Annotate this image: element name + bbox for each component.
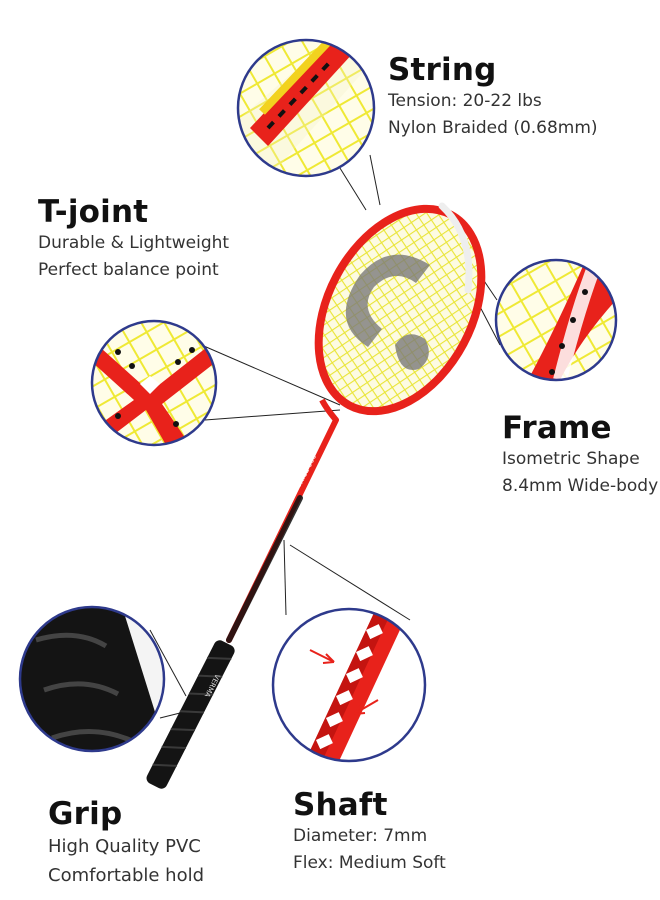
tjoint-title: T-joint bbox=[38, 194, 149, 230]
string-title: String bbox=[388, 52, 497, 88]
racket-shaft: TRICE 900 bbox=[226, 417, 339, 643]
string-line-1: Tension: 20-22 lbs bbox=[388, 91, 542, 111]
tjoint-line-2: Perfect balance point bbox=[38, 260, 219, 280]
zoom-shaft-circle bbox=[271, 607, 427, 763]
grip-line-1: High Quality PVC bbox=[48, 836, 201, 857]
shaft-title: Shaft bbox=[293, 787, 388, 823]
string-callout: String Tension: 20-22 lbs Nylon Braided … bbox=[388, 52, 598, 142]
frame-title: Frame bbox=[502, 410, 612, 446]
shaft-callout: Shaft Diameter: 7mm Flex: Medium Soft bbox=[293, 787, 446, 877]
tjoint-callout: T-joint Durable & Lightweight Perfect ba… bbox=[38, 194, 229, 284]
shaft-line-1: Diameter: 7mm bbox=[293, 826, 428, 846]
grip-callout: Grip High Quality PVC Comfortable hold bbox=[48, 796, 204, 890]
frame-line-2: 8.4mm Wide-body bbox=[502, 476, 659, 496]
frame-line-1: Isometric Shape bbox=[502, 449, 640, 469]
racket-head bbox=[314, 202, 486, 422]
frame-callout: Frame Isometric Shape 8.4mm Wide-body bbox=[502, 410, 658, 500]
grip-title: Grip bbox=[48, 796, 123, 832]
logo-shape bbox=[345, 254, 430, 370]
zoom-grip-circle bbox=[18, 605, 166, 753]
zoom-string-circle bbox=[236, 38, 376, 178]
shaft-line-2: Flex: Medium Soft bbox=[293, 853, 446, 873]
zoom-frame-circle bbox=[494, 258, 618, 382]
zoom-tjoint-circle bbox=[90, 319, 218, 447]
tjoint-line-1: Durable & Lightweight bbox=[38, 233, 230, 253]
string-line-2: Nylon Braided (0.68mm) bbox=[388, 118, 598, 138]
grip-line-2: Comfortable hold bbox=[48, 865, 205, 886]
